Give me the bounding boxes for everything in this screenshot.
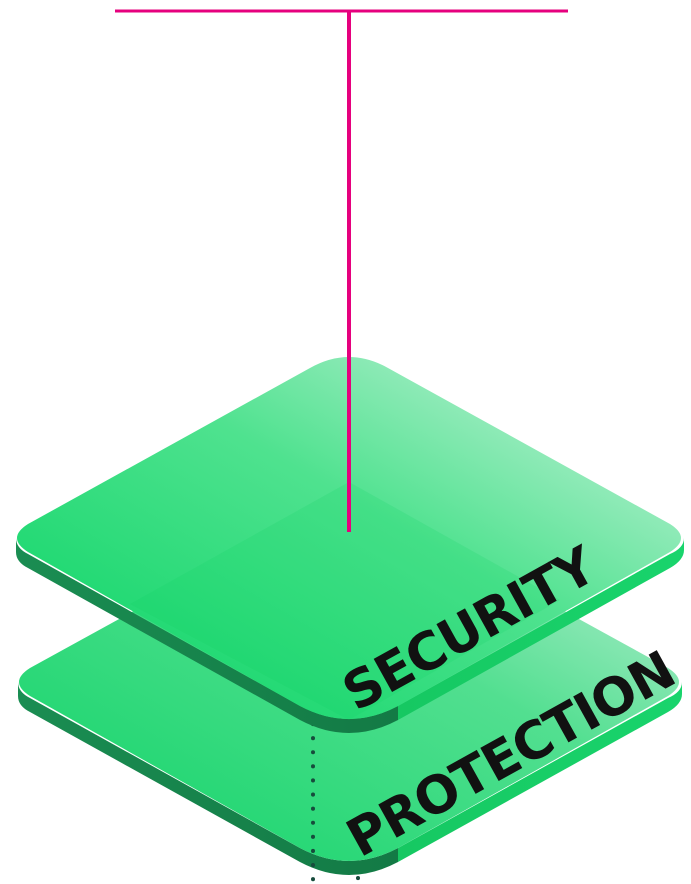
security-layer-shade bbox=[130, 482, 560, 720]
security-layer-side-right bbox=[398, 538, 684, 720]
connector bbox=[115, 9, 568, 532]
protection-layer-side-right bbox=[398, 682, 682, 862]
security-layer-top bbox=[17, 357, 681, 719]
